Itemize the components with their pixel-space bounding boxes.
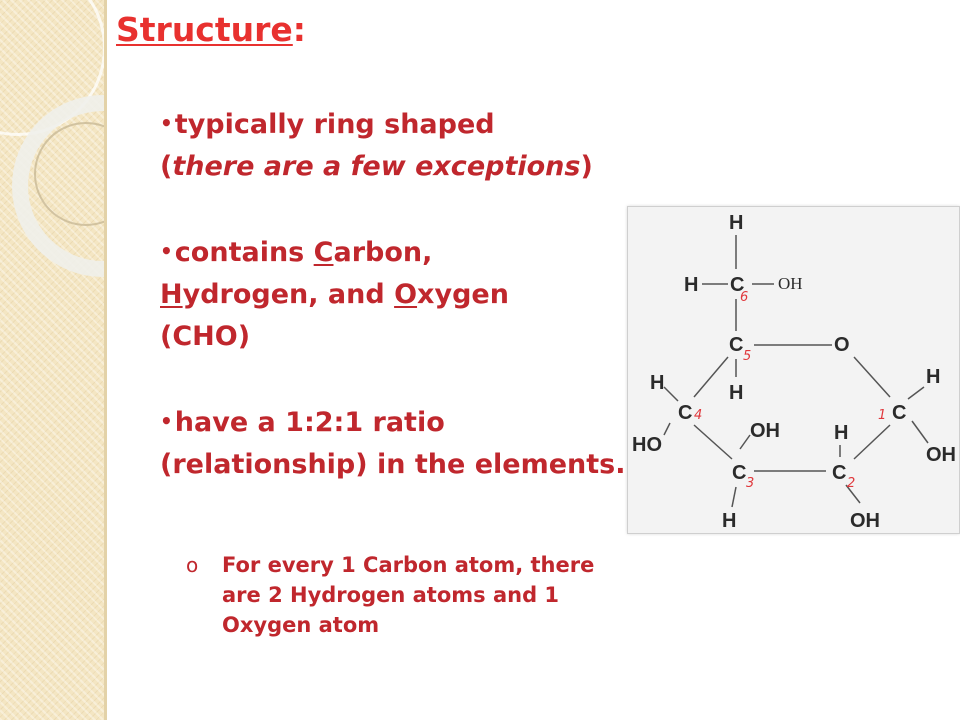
- slide-title-word: Structure: [116, 10, 293, 49]
- atom-c4: C: [678, 402, 692, 424]
- bond: [907, 386, 925, 400]
- glucose-ring-svg: H H C OH C O H H C HO OH C H H C OH C H …: [632, 212, 956, 532]
- bullet-text-prefix: contains: [174, 237, 314, 268]
- atom-h-c2: H: [834, 422, 848, 444]
- letter-o: O: [394, 279, 418, 310]
- atom-c2: C: [832, 462, 846, 484]
- atom-oh-c3: OH: [750, 420, 780, 442]
- carbon-number-5: 5: [743, 349, 751, 364]
- atom-h-c3: H: [722, 510, 736, 532]
- atom-c3: C: [732, 462, 746, 484]
- atom-h-top: H: [729, 212, 743, 234]
- bullet-dot: •: [160, 239, 173, 263]
- bond: [693, 356, 729, 398]
- bond: [693, 424, 733, 460]
- bond: [845, 484, 861, 504]
- bond: [853, 356, 891, 398]
- carbon-number-1: 1: [878, 408, 886, 423]
- bond: [911, 420, 929, 444]
- bond: [663, 386, 679, 402]
- carbon-number-2: 2: [847, 476, 855, 491]
- bullet-item-shape: •typically ring shaped (there are a few …: [160, 102, 630, 188]
- strip-divider: [104, 0, 107, 720]
- atom-h-c1: H: [926, 366, 940, 388]
- atom-labels: H H C OH C O H H C HO OH C H H C OH C H …: [632, 212, 956, 532]
- paren-close: ): [580, 151, 593, 182]
- bullet-text: typically ring shaped: [174, 109, 495, 140]
- atom-ho-c4: HO: [632, 434, 662, 456]
- atom-h-c4: H: [650, 372, 664, 394]
- letter-h: H: [160, 279, 183, 310]
- atom-c1: C: [892, 402, 906, 424]
- paren-open: (: [160, 151, 173, 182]
- slide-title: Structure:: [116, 10, 306, 49]
- atom-c6: C: [730, 274, 744, 296]
- bullet-dot: •: [160, 409, 173, 433]
- decorative-side-strip: [0, 0, 104, 720]
- letter-c: C: [313, 237, 334, 268]
- bullet-item-elements: •contains Carbon, Hydrogen, and Oxygen (…: [160, 230, 630, 358]
- word-carbon-rest: arbon,: [333, 237, 433, 268]
- carbon-number-4: 4: [694, 408, 702, 423]
- atom-h-c5: H: [729, 382, 743, 404]
- glucose-structure-diagram: H H C OH C O H H C HO OH C H H C OH C H …: [627, 206, 960, 534]
- bullet-dot: •: [160, 111, 173, 135]
- word-oxygen-rest: xygen: [417, 279, 509, 310]
- atom-o-ring: O: [834, 334, 850, 356]
- atom-oh-c6: OH: [778, 274, 803, 293]
- bullet-text: have a 1:2:1 ratio (relationship) in the…: [160, 407, 626, 480]
- slide-title-colon: :: [292, 10, 306, 49]
- sub-bullet: o For every 1 Carbon atom, there are 2 H…: [186, 550, 626, 640]
- bullet-list: •typically ring shaped (there are a few …: [160, 102, 630, 486]
- bullet-item-ratio: •have a 1:2:1 ratio (relationship) in th…: [160, 400, 630, 486]
- exceptions-note: there are a few exceptions: [172, 151, 581, 182]
- sub-bullet-marker: o: [186, 553, 199, 577]
- word-hydrogen-rest: ydrogen, and: [182, 279, 395, 310]
- atom-oh-c2: OH: [850, 510, 880, 532]
- atom-h-c6: H: [684, 274, 698, 296]
- bond: [739, 434, 751, 450]
- bond: [731, 486, 737, 508]
- sub-bullet-text: For every 1 Carbon atom, there are 2 Hyd…: [222, 553, 595, 637]
- bond: [663, 422, 671, 436]
- bond-lines: [663, 235, 929, 508]
- atom-oh-c1: OH: [926, 444, 956, 466]
- bond: [853, 424, 891, 460]
- carbon-number-6: 6: [740, 290, 748, 305]
- carbon-number-3: 3: [746, 476, 754, 491]
- atom-c5: C: [729, 334, 743, 356]
- cho-abbrev: (CHO): [160, 321, 251, 352]
- carbon-numbers: 6 5 4 3 2 1: [694, 290, 886, 491]
